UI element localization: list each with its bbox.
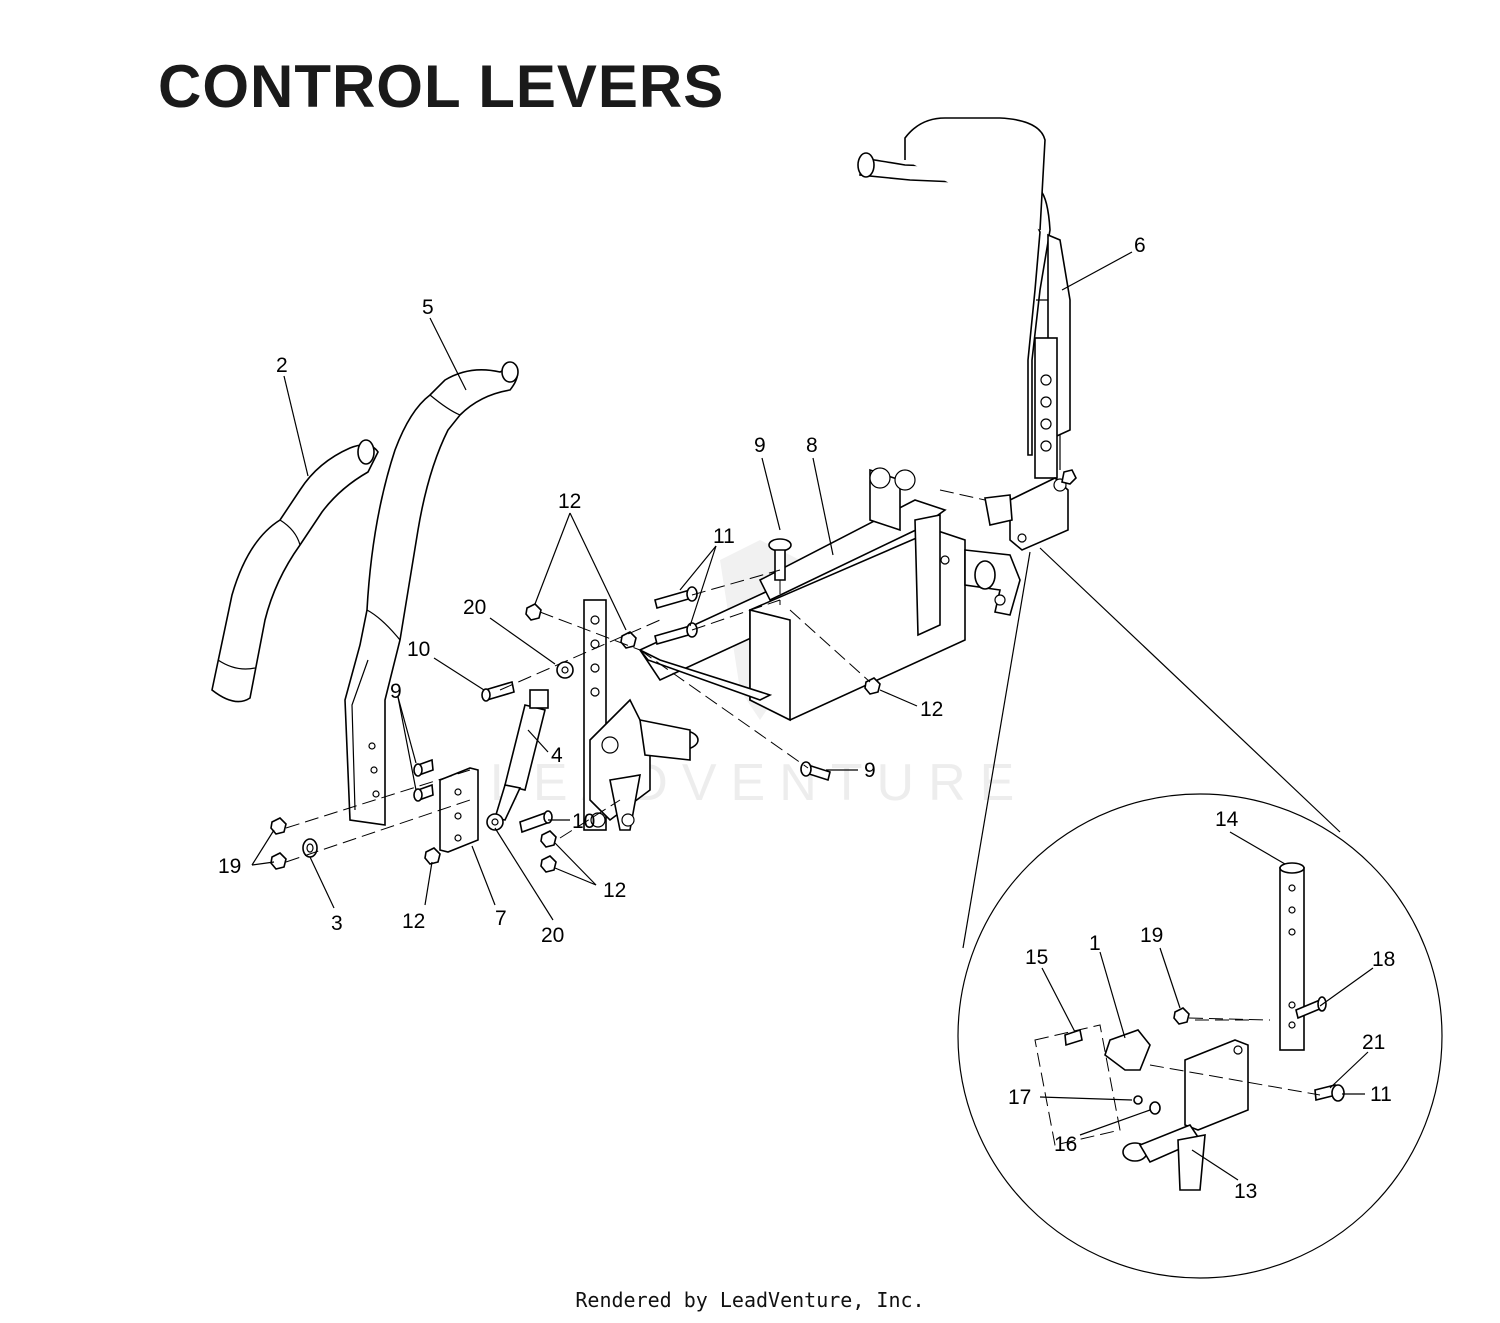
detail-part-1-bracket[interactable] <box>1104 1029 1151 1071</box>
part-2-grip[interactable] <box>211 439 379 703</box>
detail-dashed-lines <box>1149 1017 1321 1096</box>
part-7-mount-plate[interactable] <box>439 767 479 853</box>
left-pivot-assembly[interactable] <box>583 599 699 831</box>
assembly-lines <box>285 489 986 863</box>
detail-part-14-tube[interactable] <box>1279 862 1305 1051</box>
nut-12-upper[interactable] <box>525 603 542 621</box>
callout-20-lower: 20 <box>541 924 564 947</box>
nut-20-b[interactable] <box>486 813 504 831</box>
callout-17: 17 <box>1008 1086 1031 1109</box>
detail-part-13-plate[interactable] <box>1122 1039 1249 1191</box>
nut-12-lower-a[interactable] <box>540 830 557 848</box>
callout-19-main: 19 <box>218 855 241 878</box>
bolt-9-b[interactable] <box>413 783 434 802</box>
callout-7: 7 <box>495 907 507 930</box>
callout-14: 14 <box>1215 808 1239 831</box>
nut-12-right[interactable] <box>864 677 881 695</box>
callout-12-lower: 12 <box>603 879 626 902</box>
callout-21: 21 <box>1362 1031 1385 1054</box>
callout-20-upper: 20 <box>463 596 486 619</box>
callout-12-left: 12 <box>402 910 425 933</box>
callout-6: 6 <box>1134 234 1146 257</box>
callout-8: 8 <box>806 434 818 457</box>
callout-12-right: 12 <box>920 698 943 721</box>
right-nut-top[interactable] <box>1061 469 1077 485</box>
bolt-9-lower[interactable] <box>800 761 831 782</box>
callout-18: 18 <box>1372 948 1395 971</box>
detail-view <box>957 547 1443 1279</box>
bolt-10-a[interactable] <box>481 680 515 702</box>
nut-12-lower-b[interactable] <box>540 855 557 873</box>
callout-2: 2 <box>276 354 288 377</box>
callout-10-lower: 10 <box>572 810 595 833</box>
nut-19-b[interactable] <box>270 852 287 870</box>
bolt-10-b[interactable] <box>519 810 553 834</box>
callout-9-left: 9 <box>390 680 402 703</box>
nut-19-a[interactable] <box>270 817 287 835</box>
bolt-9-a[interactable] <box>413 758 434 777</box>
part-5-lever-left[interactable] <box>344 361 519 826</box>
detail-plate-dashed <box>1034 1024 1121 1146</box>
callout-1: 1 <box>1089 932 1101 955</box>
watermark-text: LEADVENTURE <box>490 754 1028 812</box>
nut-12-left[interactable] <box>424 847 441 865</box>
callout-labels: 1 2 3 4 5 6 7 8 9 9 9 10 10 11 11 12 12 … <box>218 234 1395 1203</box>
leader-lines <box>251 251 1374 1181</box>
callout-12-top: 12 <box>558 490 581 513</box>
callout-11-detail: 11 <box>1370 1083 1392 1106</box>
callout-9-top: 9 <box>754 434 766 457</box>
pin-9-top[interactable] <box>768 538 792 581</box>
callout-9-lower: 9 <box>864 759 876 782</box>
callout-3: 3 <box>331 912 343 935</box>
right-pivot-plate[interactable] <box>984 477 1069 551</box>
callout-15: 15 <box>1025 946 1048 969</box>
footer-credit: Rendered by LeadVenture, Inc. <box>575 1288 925 1312</box>
callout-11-main: 11 <box>713 525 735 548</box>
callout-4: 4 <box>551 744 563 767</box>
part-4-damper[interactable] <box>493 689 549 821</box>
part-8-main-bracket[interactable] <box>638 467 1021 722</box>
part-6-lever-right[interactable] <box>857 117 1071 479</box>
page-title: CONTROL LEVERS <box>158 53 725 120</box>
bolt-11-a[interactable] <box>654 586 698 609</box>
callout-16: 16 <box>1054 1133 1077 1156</box>
callout-5: 5 <box>422 296 434 319</box>
callout-19-detail: 19 <box>1140 924 1163 947</box>
callout-13: 13 <box>1234 1180 1257 1203</box>
nut-12-mid[interactable] <box>620 631 637 649</box>
callout-10-upper: 10 <box>407 638 430 661</box>
